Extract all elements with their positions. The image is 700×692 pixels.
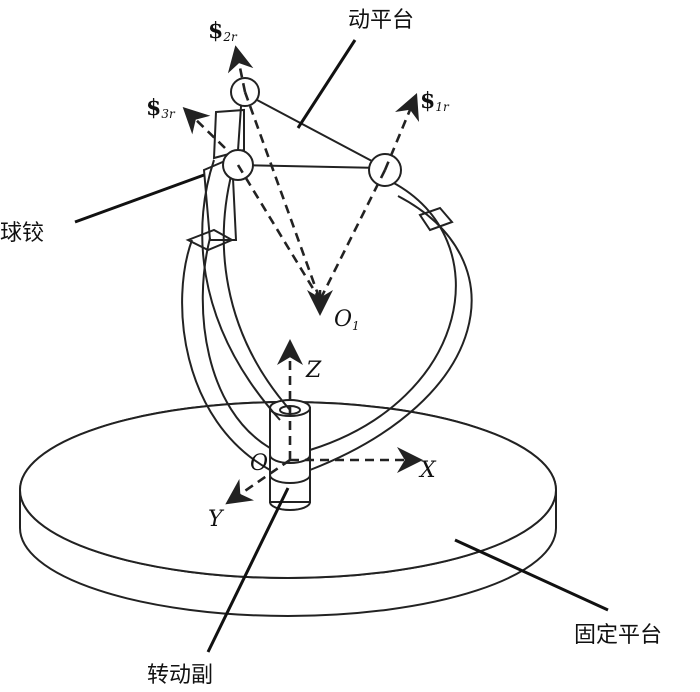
point-label-o1: O1	[334, 307, 360, 333]
spherical-joints	[222, 77, 402, 187]
label-fixed-platform: 固定平台	[574, 623, 662, 648]
label-spherical-joint: 球铰	[0, 221, 44, 246]
curved-links	[181, 108, 473, 471]
axis-label-y: Y	[208, 507, 225, 532]
axis-label-x: X	[418, 458, 437, 483]
screw-label-2r: $2r	[208, 18, 238, 44]
label-moving-platform: 动平台	[348, 8, 414, 33]
point-label-o: O	[250, 451, 268, 476]
screw-axes	[182, 45, 420, 316]
axis-label-z: Z	[305, 358, 322, 383]
screw-label-3r: $3r	[146, 95, 176, 121]
label-revolute-joint: 转动副	[147, 663, 213, 688]
screw-label-1r: $1r	[420, 88, 450, 114]
leader-lines	[74, 39, 609, 653]
coordinate-axes	[225, 339, 423, 505]
moving-platform	[235, 90, 386, 169]
